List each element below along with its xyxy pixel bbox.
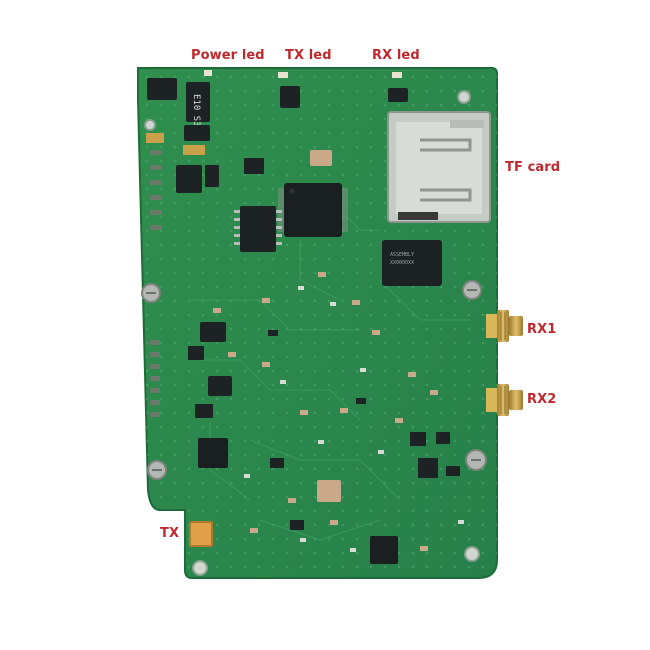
- main-mcu: [278, 183, 348, 237]
- screw-left: [141, 283, 161, 303]
- mounting-hole-bottom-left: [192, 560, 208, 576]
- svg-text:ASSEMBLY: ASSEMBLY: [390, 252, 414, 258]
- rx1-label: RX1: [527, 322, 557, 337]
- capacitor-bottom: [317, 480, 341, 502]
- power-components: E10 S3: [146, 78, 219, 193]
- screw-bottom-left: [147, 460, 167, 480]
- screw-right: [462, 280, 482, 300]
- small-ic-top: [244, 158, 264, 174]
- rx-led-label: RX led: [372, 48, 420, 63]
- qfn-chip-bottom: [370, 536, 398, 564]
- sma-connector-rx2: [486, 384, 523, 416]
- led-components: [204, 70, 408, 108]
- power-stage: [188, 322, 232, 418]
- bga-chip: ASSEMBLY XX0000XX: [382, 240, 442, 286]
- tx-led-label: TX led: [285, 48, 332, 63]
- svg-text:XX0000XX: XX0000XX: [390, 260, 414, 266]
- passive-components: [213, 272, 464, 552]
- tf-card-slot: [387, 111, 491, 223]
- crystal: [310, 150, 332, 166]
- soic-chip: [234, 206, 282, 252]
- mounting-hole-top-right: [457, 90, 471, 104]
- screw-bottom-right: [465, 449, 487, 471]
- tx-label: TX: [160, 526, 180, 541]
- tf-card-label: TF card: [505, 160, 561, 175]
- left-header-pins: [150, 150, 162, 417]
- svg-text:E10 S3: E10 S3: [191, 94, 201, 127]
- rx2-label: RX2: [527, 392, 557, 407]
- tx-pad: [189, 521, 213, 547]
- mounting-hole-left: [144, 119, 156, 131]
- mounting-hole-bottom-right: [464, 546, 480, 562]
- power-led-label: Power led: [191, 48, 265, 63]
- qfn-chip-left: [198, 438, 228, 468]
- sma-connector-rx1: [486, 310, 523, 342]
